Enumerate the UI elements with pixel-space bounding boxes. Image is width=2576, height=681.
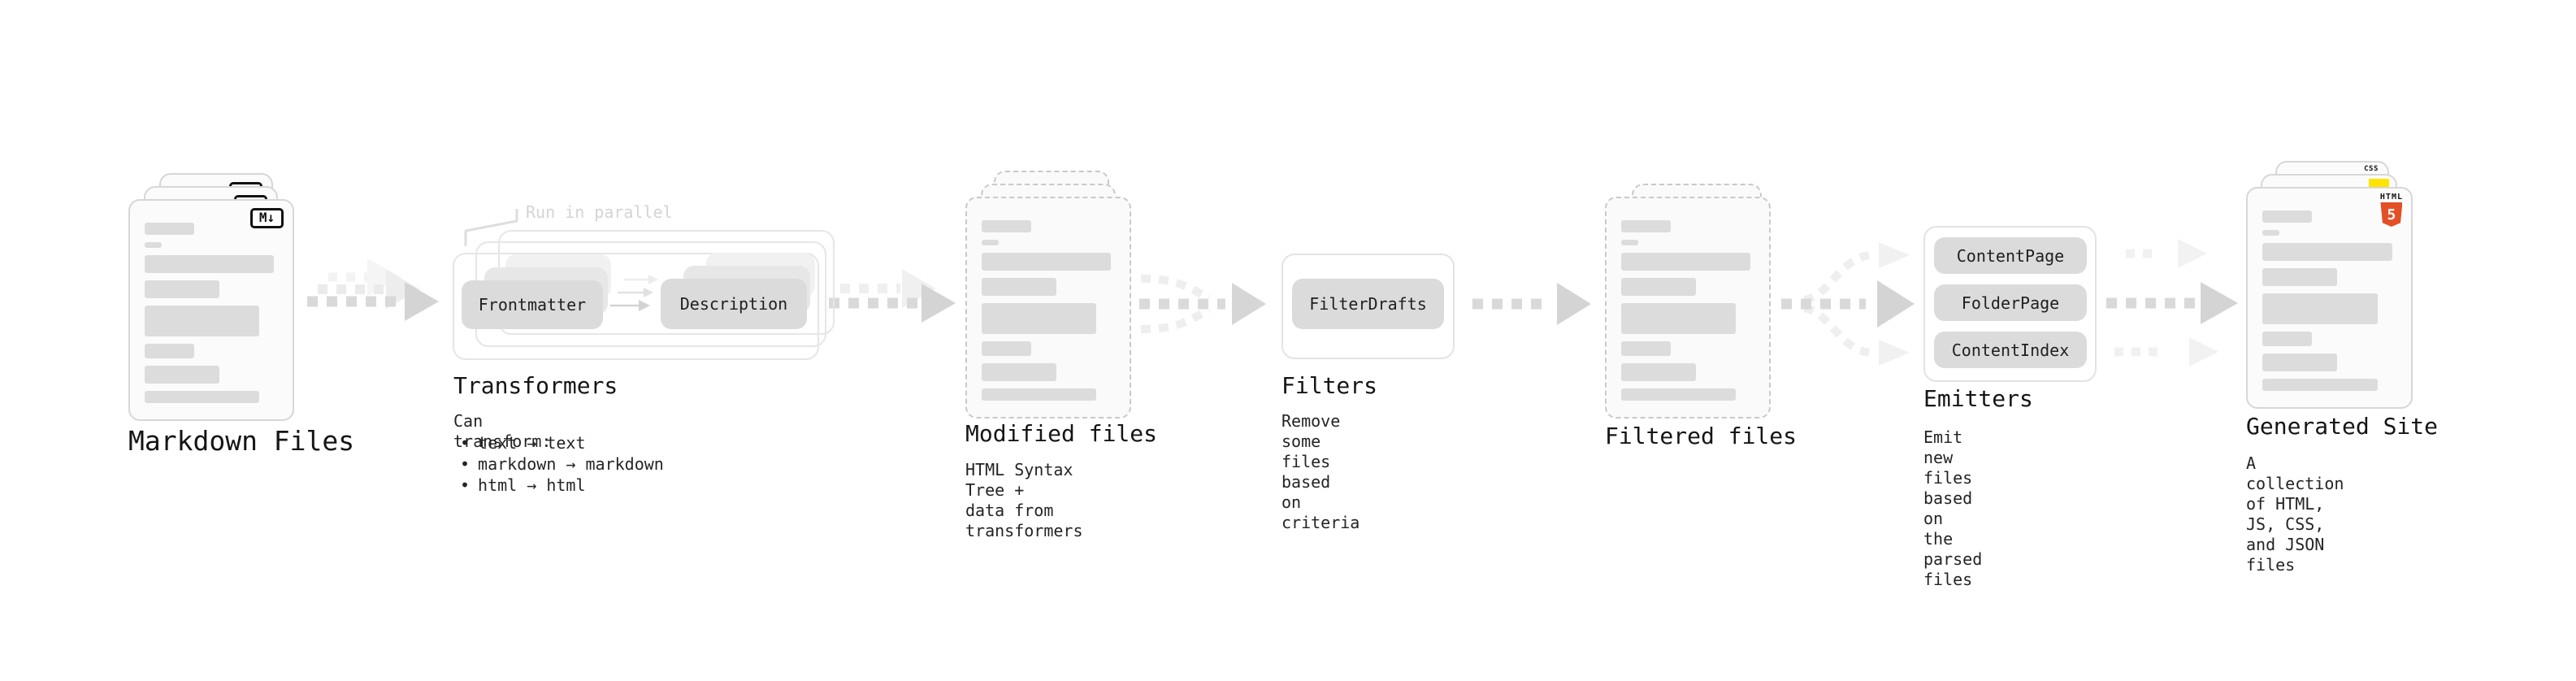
text-line-bar — [1621, 278, 1696, 296]
text-line-bar — [145, 391, 260, 403]
text-line-bar — [2262, 354, 2338, 371]
bullet-item: markdown → markdown — [453, 453, 664, 475]
text-line-bar — [1621, 240, 1639, 245]
text-line-bar — [145, 242, 163, 248]
text-line-bar — [1621, 363, 1696, 381]
flow-arrow-transformers-to-modified — [829, 269, 956, 323]
file-text-lines — [145, 223, 278, 403]
text-line-bar — [982, 220, 1031, 232]
text-line-bar — [982, 278, 1056, 296]
file-text-lines — [2262, 210, 2396, 391]
frontmatter-node: Frontmatter — [462, 280, 603, 329]
text-line-bar — [145, 306, 260, 336]
text-line-bar — [145, 223, 194, 235]
text-line-bar — [1621, 220, 1671, 232]
markdown-files-label: Markdown Files — [128, 425, 355, 457]
text-line-bar — [982, 363, 1056, 381]
html5-icon-shield: 5 — [2380, 202, 2403, 227]
filters-subtitle: Remove some files based on criteria — [1281, 411, 1360, 532]
flow-arrow-markdown-to-transformers — [307, 258, 439, 321]
text-line-bar — [982, 240, 1000, 245]
emitters-subtitle: Emit new files based on the parsed files — [1923, 427, 1983, 589]
flow-arrows-emitters-to-generated — [2106, 239, 2238, 367]
run-in-parallel-connector — [464, 209, 518, 246]
generated-file-card-front: HTML 5 — [2246, 187, 2413, 409]
html5-icon: HTML 5 — [2380, 193, 2403, 227]
transform-arrows — [610, 275, 658, 311]
file-text-lines — [982, 220, 1115, 401]
emitters-heading: Emitters — [1923, 385, 2033, 412]
markdown-file-card-front: M↓ — [128, 199, 294, 421]
text-line-bar — [1621, 341, 1671, 356]
text-line-bar — [2262, 293, 2378, 324]
text-line-bar — [982, 341, 1031, 356]
css-icon-label: CSS — [2364, 165, 2379, 173]
text-line-bar — [2262, 332, 2313, 346]
text-line-bar — [2262, 379, 2378, 391]
text-line-bar — [2262, 230, 2280, 236]
markdown-icon: M↓ — [250, 208, 284, 228]
transformer-container-front — [453, 253, 819, 360]
modified-files-heading: Modified files — [965, 420, 1158, 447]
bullet-item: text → text — [453, 432, 664, 453]
text-line-bar — [982, 303, 1097, 334]
text-line-bar — [982, 388, 1097, 401]
text-line-bar — [145, 280, 219, 298]
text-line-bar — [145, 255, 275, 273]
folderpage-node: FolderPage — [1934, 284, 2087, 321]
text-line-bar — [982, 253, 1112, 271]
text-line-bar — [2262, 243, 2393, 261]
filterdrafts-node: FilterDrafts — [1292, 279, 1444, 329]
filters-heading: Filters — [1281, 372, 1378, 399]
text-line-bar — [1621, 253, 1751, 271]
flow-arrow-filtered-to-emitters — [1781, 242, 1915, 366]
transformers-bullet-list: text → text markdown → markdown html → h… — [453, 432, 664, 496]
modified-files-subtitle: HTML Syntax Tree + data from transformer… — [965, 460, 1083, 540]
html5-icon-label: HTML — [2379, 193, 2403, 202]
transformers-heading: Transformers — [453, 372, 618, 399]
run-in-parallel-label: Run in parallel — [526, 202, 673, 222]
bullet-item: html → html — [453, 475, 664, 496]
flow-arrow-modified-to-filters — [1139, 275, 1266, 333]
contentpage-node: ContentPage — [1934, 237, 2087, 274]
flow-arrow-filters-to-filtered — [1472, 283, 1591, 325]
generated-site-subtitle: A collection of HTML, JS, CSS, and JSON … — [2246, 453, 2344, 575]
description-node: Description — [661, 279, 807, 329]
text-line-bar — [145, 344, 194, 358]
modified-file-card-front — [965, 197, 1131, 419]
text-line-bar — [2262, 268, 2338, 286]
filtered-file-card-front — [1605, 197, 1771, 419]
filtered-files-label: Filtered files — [1605, 423, 1798, 449]
text-line-bar — [2262, 210, 2313, 223]
contentindex-node: ContentIndex — [1934, 332, 2087, 368]
file-text-lines — [1621, 220, 1754, 401]
text-line-bar — [1621, 388, 1737, 401]
text-line-bar — [1621, 303, 1737, 334]
generated-site-heading: Generated Site — [2246, 413, 2439, 440]
text-line-bar — [145, 366, 219, 384]
